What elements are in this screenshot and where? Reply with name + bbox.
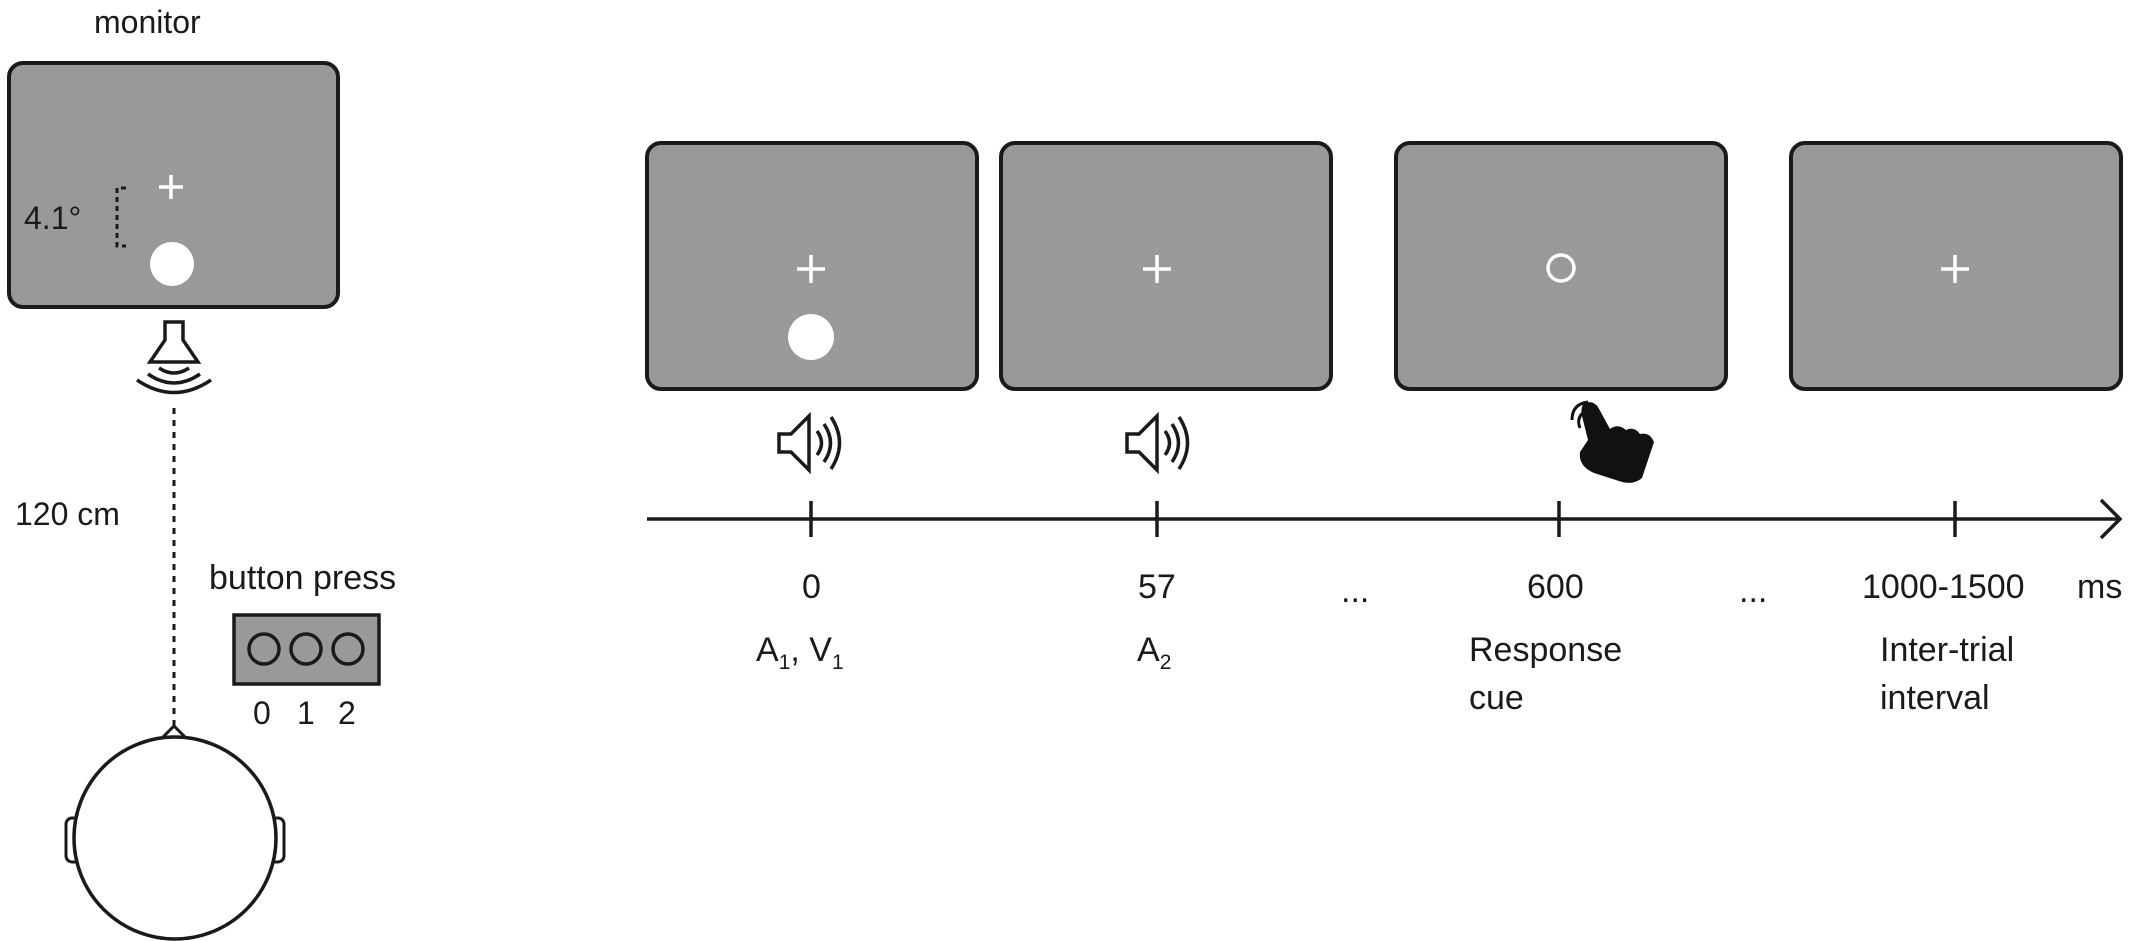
distance-label: 120 cm: [15, 496, 120, 532]
fixation-cross-icon: [1143, 255, 1171, 283]
button-box-icon: [232, 613, 381, 686]
fixation-cross-icon: [1941, 255, 1969, 283]
time-value-57: 57: [1138, 568, 1176, 606]
button-value-1: 1: [297, 695, 315, 731]
event-label-iti-line1: Inter-trial: [1880, 631, 2015, 669]
monitor-label: monitor: [94, 4, 201, 40]
head-icon: [64, 723, 286, 941]
event-label-a1v1: A1, V1: [756, 631, 844, 673]
event-label-a1v1-sub2: 1: [831, 651, 844, 674]
time-ellipsis-1: ...: [1341, 572, 1370, 610]
time-unit: ms: [2077, 568, 2123, 606]
screen-a1v1: [645, 141, 979, 391]
screen-response-cue: [1394, 141, 1728, 391]
response-circle-icon: [1546, 253, 1576, 283]
screen-a2: [999, 141, 1333, 391]
speaker-icon: [777, 411, 842, 475]
speaker-icon: [136, 320, 212, 395]
time-ellipsis-2: ...: [1739, 572, 1768, 610]
monitor-screen: [7, 61, 340, 309]
event-label-iti-line2: interval: [1880, 679, 1990, 717]
hand-press-icon: [1570, 400, 1654, 483]
angle-label: 4.1°: [24, 200, 82, 236]
fixation-cross-icon: [159, 175, 183, 199]
event-label-a1v1-main: A: [756, 631, 779, 669]
event-label-a2-sub: 2: [1159, 651, 1172, 674]
event-label-a1v1-tail: , V: [790, 631, 832, 669]
event-label-a1v1-sub: 1: [778, 651, 791, 674]
event-label-response-cue-line2: cue: [1469, 679, 1524, 717]
screen-iti: [1789, 141, 2123, 391]
time-value-1000-1500: 1000-1500: [1862, 568, 2025, 606]
event-label-a2: A2: [1137, 631, 1171, 673]
button-value-0: 0: [253, 695, 271, 731]
event-label-a2-main: A: [1137, 631, 1160, 669]
speaker-icon: [1125, 411, 1190, 475]
time-value-0: 0: [802, 568, 821, 606]
fixation-cross-icon: [797, 255, 825, 283]
white-disc-stimulus: [150, 242, 194, 286]
time-value-600: 600: [1527, 568, 1584, 606]
button-press-title: button press: [209, 559, 397, 597]
white-disc-stimulus: [788, 314, 834, 360]
angle-bracket: [115, 186, 126, 248]
event-label-response-cue-line1: Response: [1469, 631, 1623, 669]
timeline-axis: [647, 498, 2123, 540]
button-value-2: 2: [338, 695, 356, 731]
